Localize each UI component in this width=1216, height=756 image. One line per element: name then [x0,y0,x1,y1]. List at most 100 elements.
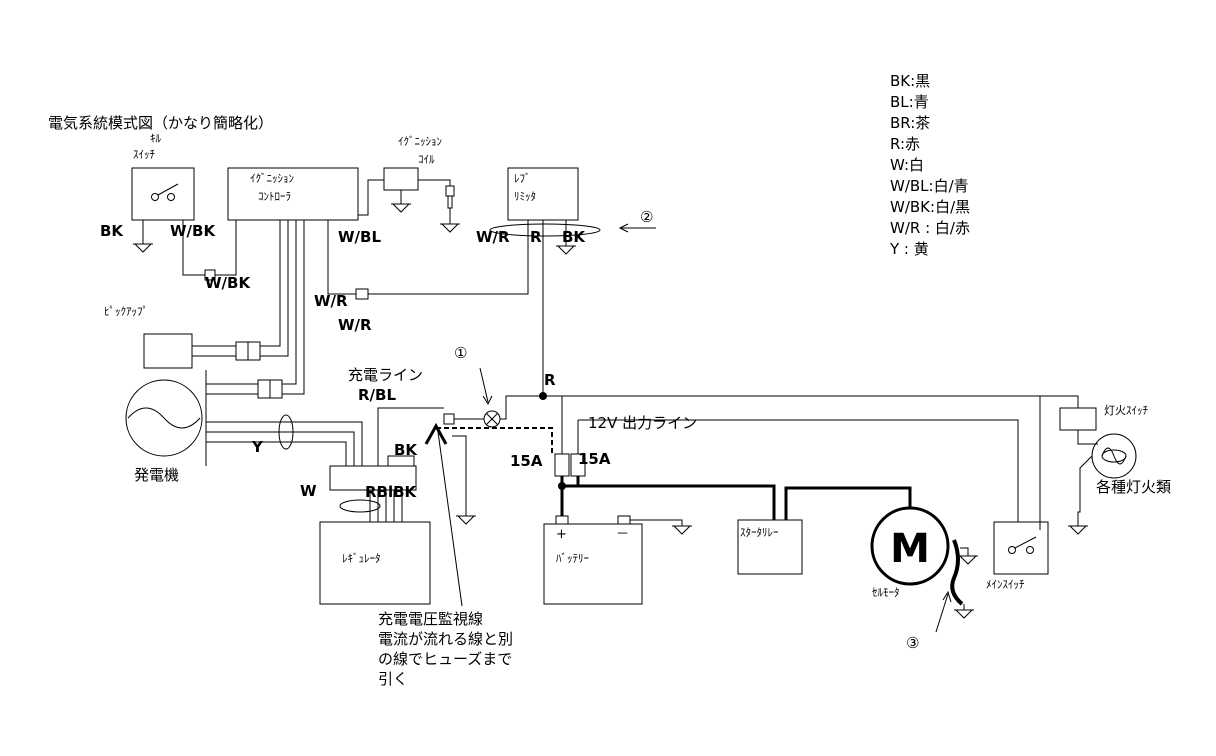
pickup [143,333,193,369]
connector-icon [443,413,455,425]
note-line-4: 引く [378,670,408,688]
legend-item: R:赤 [890,135,920,153]
wire-label-y: Y [251,438,264,456]
wire-label-wr-mid2: W/R [338,316,372,334]
main-switch [993,521,1049,575]
note-line-3: の線でヒューズまで [378,650,512,668]
wire-label-wbk: W/BK [170,222,216,240]
battery-label: ﾊﾞｯﾃﾘｰ [556,552,589,565]
legend-item: W/BL:白/青 [890,177,969,195]
note-line-1: 充電電圧監視線 [378,610,483,628]
fuse-label-2: 15A [578,450,611,468]
rev-limiter-label-top: ﾚﾌﾞ [514,172,531,185]
ignition-controller-label-top: ｲｸﾞﾆｯｼｮﾝ [250,172,294,185]
marker-3: ③ [906,634,919,652]
rev-limiter: ﾚﾌﾞ ﾘﾐｯﾀ [507,167,579,221]
wire-bundle-ring [278,414,294,450]
ignition-controller-label-bottom: ｺﾝﾄﾛｰﾗ [258,190,291,203]
ground-icon [456,515,476,525]
legend-item: Y : 黄 [889,240,929,258]
regulator-label: ﾚｷﾞｭﾚｰﾀ [342,552,381,565]
arrow-icon [482,395,493,406]
wire-bundle-ring [339,499,381,513]
wire-label-bk-limiter: BK [562,228,586,246]
motor-m-symbol: M [890,526,930,572]
legend-item: BK:黒 [890,72,930,90]
switch-contact-icon [167,193,175,201]
arrow-icon [618,223,629,233]
sense-line [436,427,553,454]
generator [125,370,207,466]
battery-terminal-minus [617,515,631,525]
lights-label: 各種灯火類 [1096,478,1171,496]
ignition-coil-label-bottom: ｺｲﾙ [418,153,435,166]
legend: BK:黒 BL:青 BR:茶 R:赤 W:白 W/BL:白/青 W/BK:白/黒… [889,72,970,258]
ground-icon [958,555,978,565]
light-switch [1059,407,1097,431]
legend-item: BR:茶 [890,114,930,132]
wire-label-rbl: R/BL [358,386,396,404]
main-switch-label: ﾒｲﾝｽｲｯﾁ [986,578,1025,591]
switch-contact-icon [1026,546,1034,554]
legend-item: W/R : 白/赤 [890,219,970,237]
sine-wave-icon [127,407,201,429]
ground-icon [391,203,411,213]
switch-contact-icon [151,193,159,201]
starter-relay: ｽﾀｰﾀﾘﾚｰ [737,519,803,575]
switch-lever-icon [157,183,179,196]
rev-limiter-label-bottom: ﾘﾐｯﾀ [514,190,536,203]
wire-label-bk-reg: BK [394,441,418,459]
spark-plug-icon [440,185,460,233]
ground-icon [1068,525,1088,535]
connector-icon [355,288,369,300]
ground-icon [672,525,692,535]
wire-label-wbl: W/BL [338,228,381,246]
wire-label-r-limiter: R [530,228,542,246]
fuse-15a-1 [554,453,570,477]
note-line-2: 電流が流れる線と別 [378,630,513,648]
ground-strap [950,539,964,606]
pickup-label: ﾋﾟｯｸｱｯﾌﾟ [104,305,148,318]
ignition-coil [383,167,419,191]
ignition-coil-label-top: ｲｸﾞﾆｯｼｮﾝ [398,135,442,148]
marker-1: ① [454,344,467,362]
battery-terminal-plus [555,515,569,525]
junction-dot [539,392,547,400]
output-line-label: 12V 出力ライン [588,414,697,432]
starter-motor-label: ｾﾙﾓｰﾀ [872,586,900,599]
battery-plus-label: + [556,527,567,542]
kill-switch: ｷﾙ ｽｲｯﾁ [131,132,195,221]
legend-item: BL:青 [890,93,929,111]
lamp-icon [1091,433,1137,479]
ground-icon [133,243,153,253]
wire-label-r-main: R [544,371,556,389]
wire-label-wr-mid1: W/R [314,292,348,310]
ground-icon [556,245,576,255]
kill-switch-label-top: ｷﾙ [150,132,161,145]
battery: + － ﾊﾞｯﾃﾘｰ [543,515,643,605]
starter-motor: M [870,506,950,586]
legend-item: W/BK:白/黒 [890,198,970,216]
arrow-icon [942,590,952,603]
switch-contact-icon [1008,546,1016,554]
wire-label-wbk-lower: W/BK [205,274,251,292]
wire-bundle-ring [489,223,601,237]
ground-icon [954,609,974,619]
switch-lever-icon [1014,536,1037,549]
wire-label-wr-limiter: W/R [476,228,510,246]
ignition-controller: ｲｸﾞﾆｯｼｮﾝ ｺﾝﾄﾛｰﾗ [227,167,359,221]
charge-line-label: 充電ライン [348,366,423,384]
regulator-connector [329,465,417,491]
marker-2: ② [640,208,653,226]
light-switch-label: 灯火ｽｲｯﾁ [1104,404,1148,417]
regulator: ﾚｷﾞｭﾚｰﾀ [319,521,431,605]
fuse-label-1: 15A [510,452,543,470]
kill-switch-box [131,167,195,221]
starter-relay-label: ｽﾀｰﾀﾘﾚｰ [740,526,779,539]
generator-label: 発電機 [134,466,179,484]
battery-minus-label: － [616,527,629,542]
kill-switch-label-bottom: ｽｲｯﾁ [133,148,155,161]
legend-item: W:白 [890,156,924,174]
